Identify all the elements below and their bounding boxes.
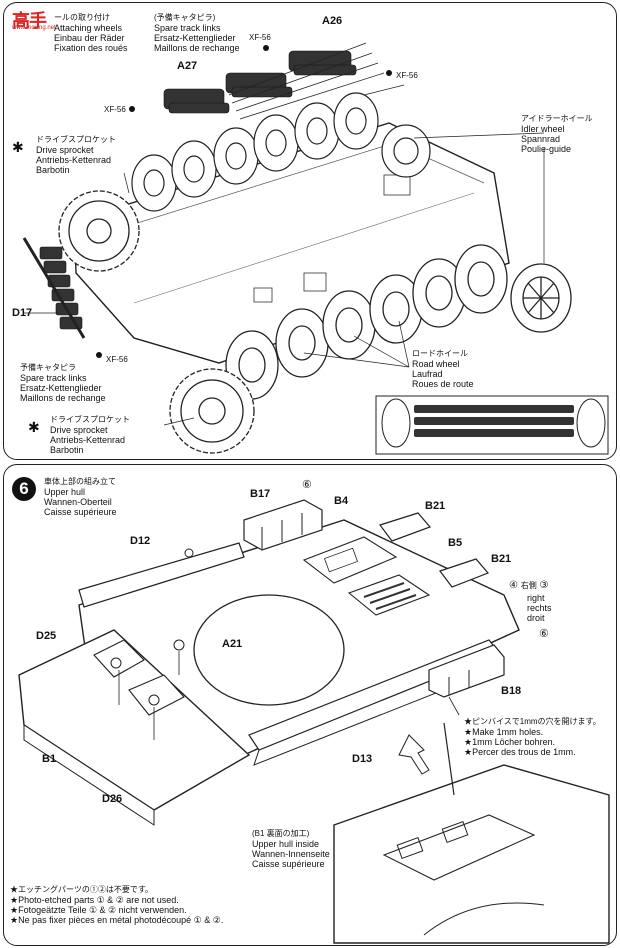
idler-wheel-label: アイドラーホイール Idler wheel Spannrad Poulie-gu… (521, 114, 593, 154)
side-right-num: ③ (539, 580, 549, 591)
chassis-drawing (22, 42, 609, 455)
part-a21: A21 (222, 638, 243, 650)
step6-panel: 6 (3, 464, 617, 946)
part-b21-lower: B21 (491, 553, 512, 565)
spare-track-bottom-label: 予備キャタピラ Spare track links Ersatz-Ketteng… (20, 363, 106, 403)
step5-title: ールの取り付け Attaching wheels Einbau der Räde… (54, 13, 128, 53)
step6-title: 車体上部の組み立て Upper hull Wannen-Oberteil Cai… (44, 477, 117, 517)
spare-track-top-label: (予備キャタピラ) Spare track links Ersatz-Kette… (154, 13, 240, 53)
logo-site: www.moxing.net (12, 25, 56, 31)
wrench-icon: ✱ (12, 139, 24, 155)
step5-panel: 高手 www.moxing.net (3, 2, 617, 460)
upper-hull-drawing (18, 499, 610, 944)
side-label: ④ 右側 ③ (509, 581, 549, 591)
site-logo: 高手 www.moxing.net (10, 7, 56, 33)
drive-sprocket-top-label: ドライブスプロケット Drive sprocket Antriebs-Kette… (36, 135, 116, 175)
etch-part-6-right: ⑥ (539, 628, 549, 640)
side-left-num: ④ (509, 580, 518, 591)
part-b17: B17 (250, 488, 271, 500)
paint-xf56-b: XF-56 (396, 71, 418, 80)
part-a26: A26 (322, 15, 343, 27)
part-b5: B5 (448, 537, 463, 549)
road-wheel-label: ロードホイール Road wheel Laufrad Roues de rout… (412, 349, 474, 389)
paint-xf56-d: XF-56 (106, 355, 128, 364)
etch-part-6-top: ⑥ (302, 479, 312, 491)
etched-parts-note: ★エッチングパーツの①②は不要です。 ★Photo-etched parts ①… (10, 885, 224, 925)
side-lines: right rechts droit (527, 593, 552, 623)
drill-holes-note: ★ピンバイスで1mmの穴を開けます。 ★Make 1mm holes. ★1mm… (464, 717, 601, 757)
part-d25: D25 (36, 630, 57, 642)
inside-view-label: (B1 裏面の加工) Upper hull inside Wannen-Inne… (252, 829, 330, 869)
part-b1: B1 (42, 753, 57, 765)
side-jp: 右側 (520, 581, 537, 590)
part-b18: B18 (501, 685, 522, 697)
part-b21-upper: B21 (425, 500, 446, 512)
part-b4: B4 (334, 495, 349, 507)
part-d17: D17 (12, 307, 33, 319)
wrench-icon-bottom: ✱ (28, 419, 40, 435)
logo-brand: 高手 (12, 11, 47, 31)
part-d26: D26 (102, 793, 123, 805)
part-d13: D13 (352, 753, 373, 765)
paint-xf56-a: XF-56 (249, 33, 271, 42)
part-d12: D12 (130, 535, 151, 547)
paint-xf56-c: XF-56 (104, 105, 126, 114)
part-a27: A27 (177, 60, 198, 72)
step-number: 6 (12, 477, 36, 501)
drive-sprocket-bottom-label: ドライブスプロケット Drive sprocket Antriebs-Kette… (50, 415, 130, 455)
